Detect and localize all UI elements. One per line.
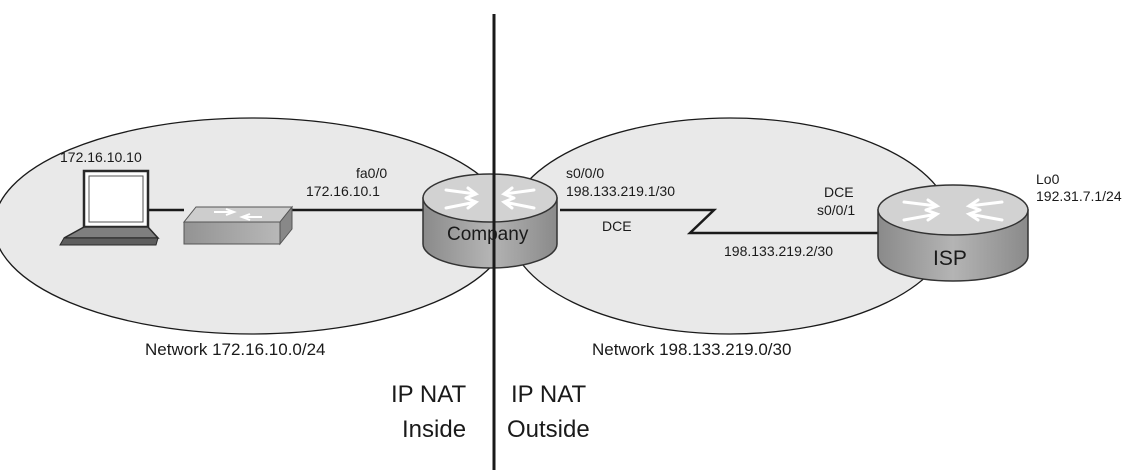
company-router-icon — [422, 173, 558, 269]
switch-icon — [182, 205, 294, 246]
company-serial-ip-label: 198.133.219.1/30 — [566, 183, 675, 199]
outside-network-label: Network 198.133.219.0/30 — [592, 340, 792, 359]
nat-inside-line1: IP NAT — [391, 381, 467, 408]
nat-inside-line2: Inside — [402, 416, 467, 443]
pc-ip-label: 172.16.10.10 — [60, 149, 142, 165]
serial-link — [560, 208, 878, 235]
isp-router-name: ISP — [933, 247, 967, 270]
nat-outside-line2: Outside — [507, 416, 590, 443]
inside-network-label: Network 172.16.10.0/24 — [145, 340, 326, 359]
isp-serial-dce-label: DCE — [824, 184, 854, 200]
isp-serial-ip-label: 198.133.219.2/30 — [724, 243, 833, 259]
company-fa-ip-label: 172.16.10.1 — [306, 183, 380, 199]
company-serial-interface-label: s0/0/0 — [566, 165, 605, 181]
company-serial-dce-label: DCE — [602, 218, 632, 234]
isp-serial-interface-label: s0/0/1 — [817, 202, 856, 218]
laptop-icon — [59, 169, 160, 246]
isp-router-icon — [877, 184, 1029, 282]
isp-loopback-interface-label: Lo0 — [1036, 171, 1060, 187]
company-fa-interface-label: fa0/0 — [356, 165, 388, 181]
nat-outside-line1: IP NAT — [511, 381, 587, 408]
company-router-name: Company — [447, 224, 529, 245]
isp-loopback-ip-label: 192.31.7.1/24 — [1036, 188, 1122, 204]
